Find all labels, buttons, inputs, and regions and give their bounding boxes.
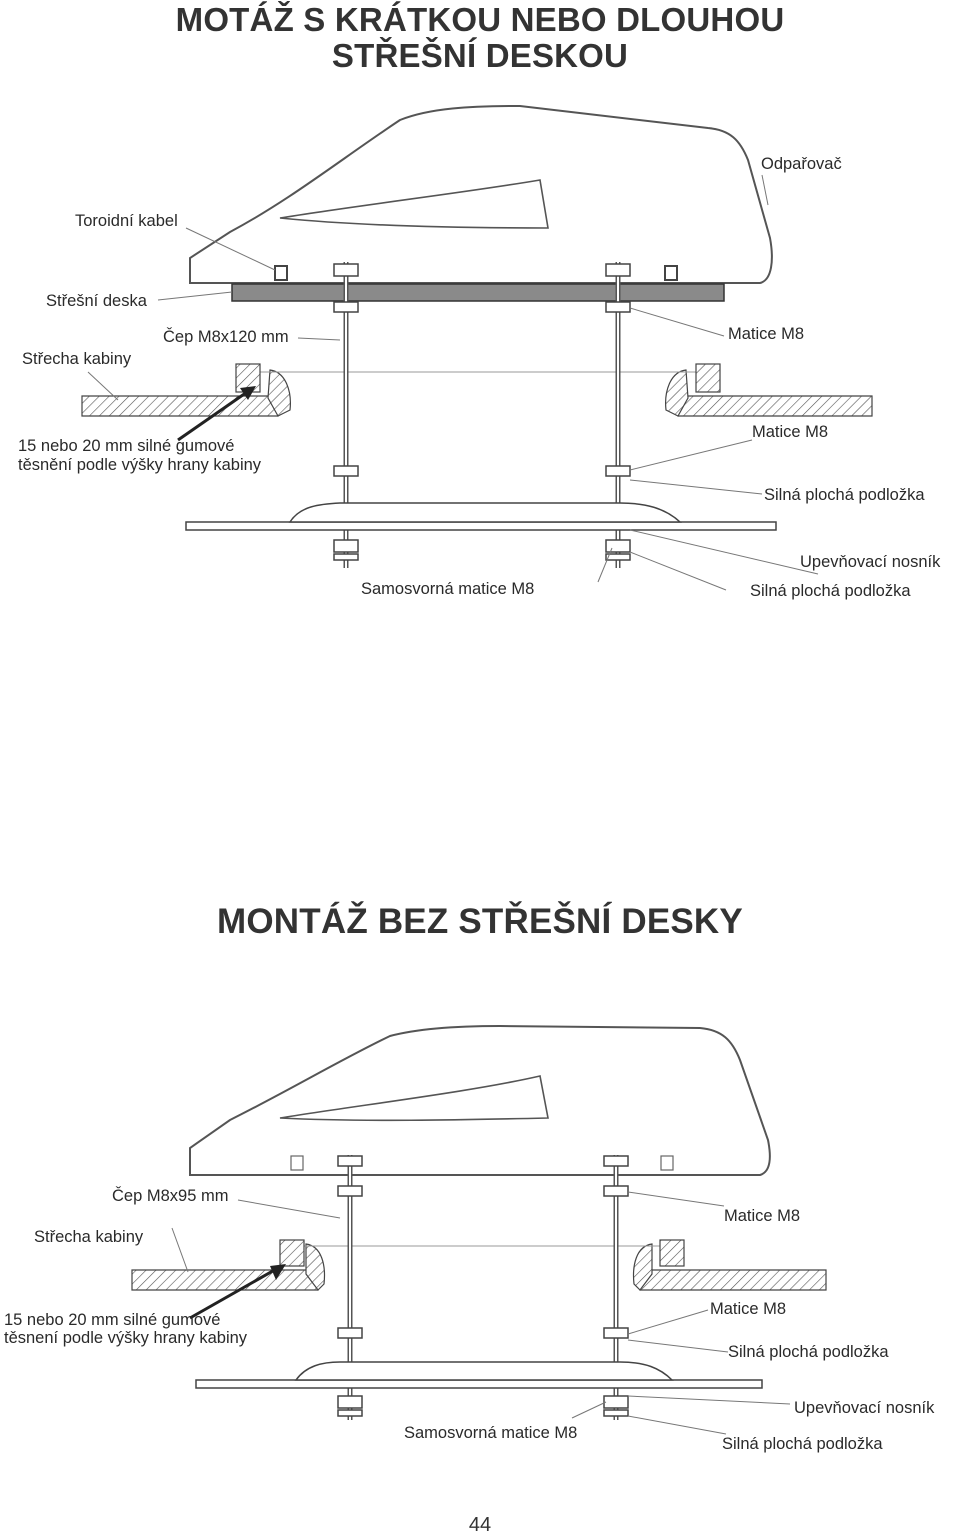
label-podlozka-2: Silná plochá podložka (750, 582, 911, 600)
title-top-line1: MOTÁŽ S KRÁTKOU NEBO DLOUHOU (175, 1, 785, 38)
label-nosnik-bottom: Upevňovací nosník (794, 1399, 935, 1417)
seal-left (279, 1239, 305, 1267)
label-tesneni-1-bottom: 15 nebo 20 mm silné gumové (4, 1311, 221, 1329)
label-cep: Čep M8x120 mm (163, 328, 289, 346)
title-bottom: MONTÁŽ BEZ STŘEŠNÍ DESKY (217, 902, 743, 941)
label-samosvorna-bottom: Samosvorná matice M8 (404, 1424, 578, 1442)
label-podlozka-1: Silná plochá podložka (764, 486, 925, 504)
label-strecha-kabiny-bottom: Střecha kabiny (34, 1228, 144, 1246)
label-stresni-deska: Střešní deska (46, 292, 147, 310)
cabin-roof-right (639, 1269, 827, 1291)
title-top-line2: STŘEŠNÍ DESKOU (331, 37, 629, 74)
diagram-bottom (131, 1024, 827, 1435)
label-tesneni-1: 15 nebo 20 mm silné gumové (18, 437, 235, 455)
mounting-bracket (195, 1379, 763, 1389)
seal-right (695, 363, 721, 393)
label-odparovac: Odpařovač (761, 155, 842, 173)
label-nosnik: Upevňovací nosník (800, 553, 941, 571)
toroid-cable-right (664, 265, 678, 281)
label-podlozka-1-bottom: Silná plochá podložka (728, 1343, 889, 1361)
seal-right (659, 1239, 685, 1267)
label-tesneni-2-bottom: těsnení podle výšky hrany kabiny (4, 1329, 248, 1347)
label-matice-2-bottom: Matice M8 (710, 1300, 787, 1318)
air-intake-slot (279, 1075, 549, 1122)
page-number: 44 (468, 1514, 492, 1536)
cabin-roof-left (131, 1269, 319, 1291)
label-samosvorna: Samosvorná matice M8 (361, 580, 535, 598)
label-tesneni-2: těsnění podle výšky hrany kabiny (18, 456, 262, 474)
label-cep-bottom: Čep M8x95 mm (112, 1187, 229, 1205)
label-podlozka-2-bottom: Silná plochá podložka (722, 1435, 883, 1453)
cabin-roof-right (677, 395, 873, 417)
label-strecha-kabiny: Střecha kabiny (22, 350, 132, 368)
label-matice-1-bottom: Matice M8 (724, 1207, 801, 1225)
title-top: MOTÁŽ S KRÁTKOU NEBO DLOUHOU STŘEŠNÍ DES… (0, 2, 960, 74)
air-intake-slot (279, 179, 549, 229)
cabin-roof-left (81, 395, 279, 417)
diagram-top (81, 104, 873, 591)
toroid-cable-left (274, 265, 288, 281)
label-toroidni-kabel: Toroidní kabel (75, 212, 178, 230)
label-matice-2: Matice M8 (752, 423, 829, 441)
label-matice-1: Matice M8 (728, 325, 805, 343)
roof-plate (231, 283, 725, 302)
mounting-bracket (185, 521, 777, 531)
